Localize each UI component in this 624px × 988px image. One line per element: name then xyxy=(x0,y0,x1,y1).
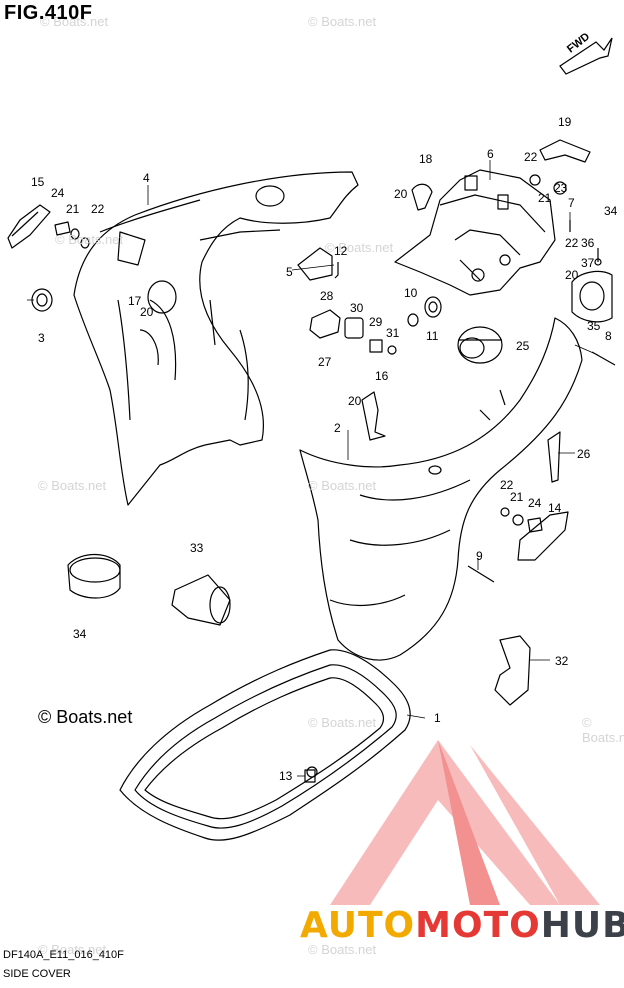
diagram-code: DF140A_E11_016_410F xyxy=(3,949,124,961)
part-number-callout: 34 xyxy=(604,204,618,218)
part-number-callout: 14 xyxy=(548,501,562,515)
watermark-text: © Boats.net xyxy=(582,715,624,745)
part-number-callout: 8 xyxy=(605,329,612,343)
part-number-callout: 18 xyxy=(419,152,433,166)
part-number-callout: 30 xyxy=(350,301,364,315)
brand-part-auto: AUTO xyxy=(300,905,416,946)
brand-wordmark: AUTOMOTOHUB xyxy=(300,905,624,946)
watermark-text: © Boats.net xyxy=(40,14,109,29)
part-number-callout: 20 xyxy=(565,268,579,282)
part-number-callout: 11 xyxy=(426,329,439,343)
part-number-callout: 25 xyxy=(516,339,530,353)
part-number-callout: 33 xyxy=(190,541,204,555)
part-number-callout: 15 xyxy=(31,175,45,189)
part-number-callout: 2 xyxy=(334,421,341,435)
part-number-callout: 22 xyxy=(524,150,538,164)
part-number-callout: 6 xyxy=(487,147,494,161)
part-number-callout: 36 xyxy=(581,236,595,250)
part-number-callout: 22 xyxy=(91,202,105,216)
part-number-callout: 17 xyxy=(128,294,142,308)
part-number-callout: 28 xyxy=(320,289,334,303)
watermark-text: © Boats.net xyxy=(38,942,107,957)
boot-34 xyxy=(67,553,121,599)
bottom-seal xyxy=(119,649,411,841)
brand-logo-icon xyxy=(330,740,600,905)
brand-part-hub: HUB xyxy=(540,905,624,946)
part-number-callout: 5 xyxy=(286,265,293,279)
part-number-callout: 34 xyxy=(73,627,87,641)
part-number-callout: 32 xyxy=(555,654,569,668)
part-number-callout: 27 xyxy=(318,355,332,369)
part-number-callout: 3 xyxy=(38,331,45,345)
copyright-notice: © Boats.net xyxy=(38,707,133,727)
part-number-callout: 21 xyxy=(510,490,524,504)
part-number-callout: 20 xyxy=(140,305,154,319)
watermark-text: © Boats.net xyxy=(38,478,107,493)
part-number-callout: 4 xyxy=(143,171,150,185)
part-number-callout: 12 xyxy=(334,244,348,258)
watermark-text: © Boats.net xyxy=(325,240,394,255)
part-number-callout: 20 xyxy=(394,187,408,201)
diagram-name: SIDE COVER xyxy=(3,968,71,980)
watermark-text: © Boats.net xyxy=(308,715,377,730)
part-number-callout: 21 xyxy=(538,191,552,205)
part-number-callout: 19 xyxy=(558,115,572,129)
part-number-callout: 22 xyxy=(565,236,579,250)
part-number-callout: 20 xyxy=(348,394,362,408)
figure-title: FIG.410F xyxy=(4,2,93,24)
part-number-callout: 22 xyxy=(500,478,514,492)
part-number-callout: 10 xyxy=(404,286,418,300)
part-number-callout: 7 xyxy=(568,196,575,210)
part-number-callout: 13 xyxy=(279,769,293,783)
watermark-text: © Boats.net xyxy=(308,14,377,29)
part-number-callout: 16 xyxy=(375,369,389,383)
part-number-callout: 23 xyxy=(554,181,568,195)
watermark-text: © Boats.net xyxy=(308,478,377,493)
watermark-text: © Boats.net xyxy=(308,942,377,957)
part-number-callout: 37 xyxy=(581,256,595,270)
part-number-callout: 21 xyxy=(66,202,80,216)
part-number-callout: 24 xyxy=(51,186,65,200)
part-number-callout: 31 xyxy=(386,326,400,340)
part-number-callout: 29 xyxy=(369,315,383,329)
part-number-callout: 9 xyxy=(476,549,483,563)
brand-part-moto: MOTO xyxy=(415,905,541,946)
watermark-text: © Boats.net xyxy=(55,232,124,247)
right-side-cover xyxy=(299,317,583,661)
part-number-callout: 24 xyxy=(528,496,542,510)
part-number-callout: 1 xyxy=(434,711,441,725)
forward-arrow-icon xyxy=(559,37,613,75)
rear-upper-frame xyxy=(394,169,556,296)
part-number-callout: 26 xyxy=(577,447,591,461)
part-number-callout: 35 xyxy=(587,319,601,333)
left-side-cover xyxy=(73,171,359,506)
